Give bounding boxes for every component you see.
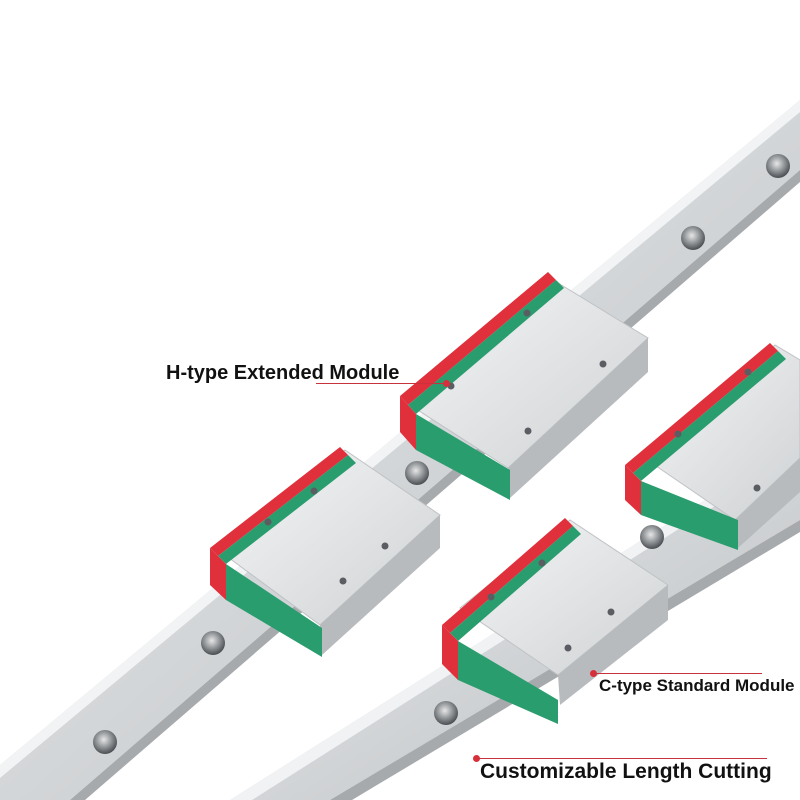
c-type-callout-dot (590, 670, 597, 677)
c-type-label: C-type Standard Module (599, 676, 795, 695)
block-left-lower (210, 447, 441, 657)
rail-left-holes (93, 154, 790, 754)
block-h-type-upper (400, 272, 649, 500)
h-type-callout-dot (443, 380, 450, 387)
rail-right-holes (434, 525, 664, 725)
length-callout-line (477, 758, 767, 759)
block-right-upper (625, 343, 800, 550)
length-label: Customizable Length Cutting (480, 760, 772, 783)
length-callout-dot (473, 755, 480, 762)
h-type-label: H-type Extended Module (166, 362, 400, 384)
h-type-callout-line (316, 383, 444, 384)
c-type-callout-line (594, 673, 762, 674)
block-c-type-lower (442, 518, 669, 724)
